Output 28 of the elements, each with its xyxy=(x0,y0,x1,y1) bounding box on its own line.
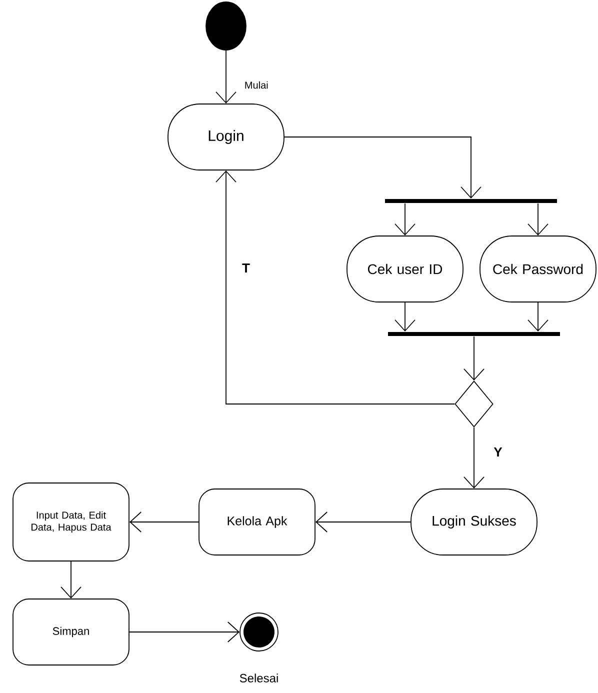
arrow xyxy=(464,336,484,381)
arrow xyxy=(394,203,416,236)
activity-box: Cek user ID xyxy=(346,236,464,302)
arrow xyxy=(528,203,548,236)
sync-bar xyxy=(388,332,560,336)
start-node xyxy=(206,2,246,50)
end-node xyxy=(240,612,278,652)
arrow xyxy=(60,561,82,599)
activity-box: Login xyxy=(168,104,284,170)
arrow xyxy=(394,302,416,332)
activity-box: Kelola Apk xyxy=(198,488,316,556)
activity-box: Login Sukses xyxy=(410,488,538,556)
edge-label: Mulai xyxy=(243,80,270,90)
arrow xyxy=(129,512,199,532)
edge-label: T xyxy=(241,262,251,274)
edge-label: Y xyxy=(492,446,504,458)
activity-box: Cek Password xyxy=(480,236,596,302)
arrow xyxy=(216,50,236,104)
arrow xyxy=(129,622,240,642)
arrow xyxy=(315,512,411,532)
arrow xyxy=(216,170,455,404)
arrow xyxy=(464,427,484,489)
sync-bar xyxy=(385,199,557,203)
node-caption: Selesai xyxy=(240,674,278,682)
activity-box: Input Data, Edit Data, Hapus Data xyxy=(12,482,130,562)
activity-box: Simpan xyxy=(12,598,130,666)
arrow xyxy=(528,302,548,332)
arrow xyxy=(284,136,482,199)
